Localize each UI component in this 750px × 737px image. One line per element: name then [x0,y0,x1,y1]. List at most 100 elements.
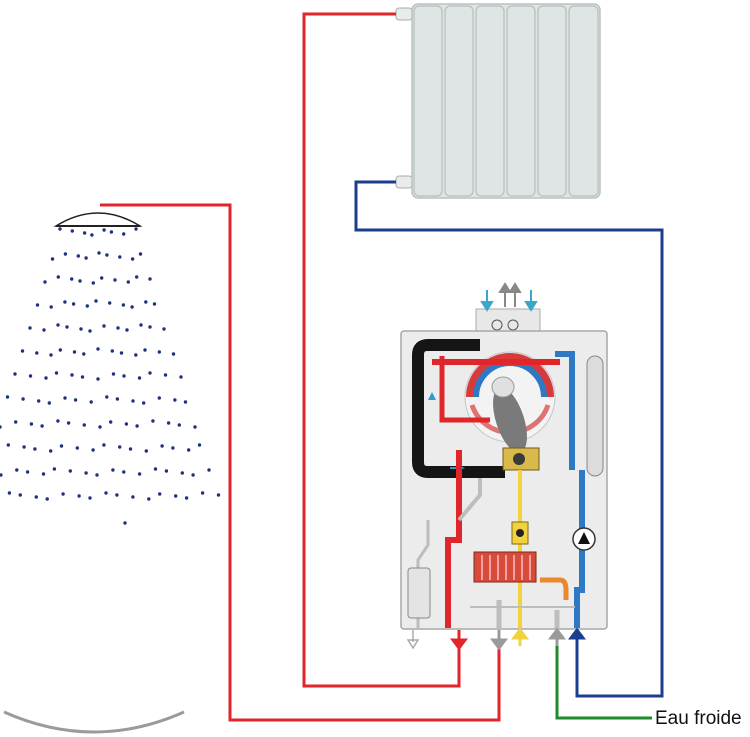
water-drop [122,232,126,236]
water-drop [77,494,81,498]
water-drop [100,276,104,280]
water-drop [105,253,109,257]
water-drop [163,373,168,377]
water-drop [96,347,100,351]
water-drop [130,305,134,309]
water-drop [54,371,59,375]
water-drop [131,399,135,403]
water-drop [151,419,155,423]
water-drop [126,280,130,284]
flue-arrow-icon [428,392,436,400]
water-drop [85,304,90,308]
water-drop [20,349,25,353]
water-drop [63,252,68,256]
radiator-supply-pipe [302,12,461,688]
water-drop [42,328,46,332]
water-drop [122,470,126,474]
water-drop [193,425,197,429]
water-drop [147,497,151,501]
water-drop [105,395,109,399]
water-drop [21,397,25,401]
shower-hot-water-pipe [100,203,501,722]
water-drop [91,281,96,285]
shower-head [53,212,143,227]
water-drop [173,398,177,402]
water-drop [144,449,148,453]
water-drop [111,372,116,376]
water-drop [37,399,41,403]
water-drop [216,493,221,497]
water-drop [98,425,102,429]
water-drop [125,328,129,332]
water-drop [40,424,44,428]
connection-arrows [406,627,586,651]
water-drop [184,496,189,500]
water-drop [174,494,178,498]
water-drop [65,325,69,329]
water-drop [183,400,188,404]
water-drop [191,473,195,477]
water-drop [78,279,82,283]
water-drop [113,278,117,282]
water-drop [5,395,10,399]
water-drop [171,446,175,450]
water-drop [152,302,157,306]
water-drop [82,231,87,235]
water-drop [68,469,73,473]
water-drop [49,305,53,309]
cold-water-pipe [555,632,652,720]
water-drop [70,277,74,281]
water-drop [0,425,2,429]
water-drop [115,493,119,497]
water-drop [128,447,133,451]
water-drop [118,445,122,449]
water-drop [28,374,33,378]
water-drop [79,327,83,331]
water-drop [18,493,22,497]
water-drop [35,351,39,355]
water-drop [56,323,60,327]
water-drop [58,348,62,352]
water-drop [153,467,158,471]
water-drop [66,421,71,425]
water-drop [35,303,40,307]
water-drop [29,422,34,426]
water-drop [137,472,142,476]
water-drop [70,229,75,233]
water-drop [123,521,127,525]
water-drop [118,255,122,259]
water-drop [104,491,108,495]
water-drop [47,401,51,405]
water-drop [89,400,93,404]
water-drop [102,228,106,232]
water-drop [138,252,143,256]
water-drop [70,373,74,377]
shower-basin-arc [3,710,185,734]
water-drop [187,448,191,452]
water-drop [44,376,48,380]
water-drop [58,227,62,231]
water-drop [41,472,46,476]
water-drop [122,374,126,378]
water-drop [177,423,181,427]
water-drop [22,445,26,449]
water-drop [148,371,152,375]
water-drop [179,375,183,379]
water-drop [63,396,67,400]
water-drop [94,299,98,303]
water-drop [6,443,10,447]
water-drop [157,396,161,400]
water-drop [180,471,184,475]
water-drop [142,401,146,405]
boiler [400,282,608,630]
water-drop [139,323,143,327]
water-drop [102,443,106,447]
water-drop [45,497,49,501]
radiator-return-pipe [354,180,664,698]
water-drop [56,275,60,279]
water-drop [137,376,142,380]
water-drop [164,469,169,473]
water-drop [34,495,38,499]
water-drop [124,422,129,426]
